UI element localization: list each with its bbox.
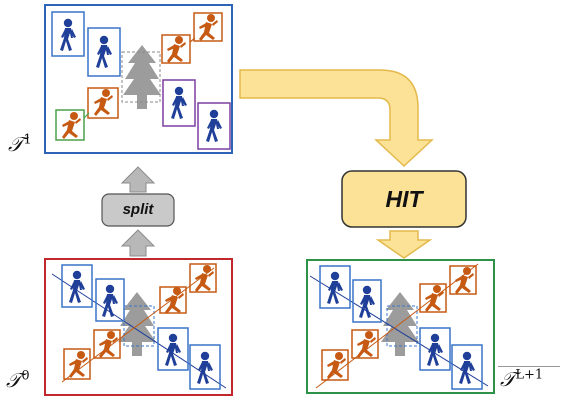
detection-box <box>419 327 451 371</box>
detection-box <box>159 286 187 314</box>
tree-icon <box>118 292 156 356</box>
curved-arrow-icon <box>239 69 434 168</box>
label-tl1: 𝒯L+1 <box>498 366 560 391</box>
detection-box <box>321 349 349 381</box>
detection-box <box>419 283 447 313</box>
split-label: split <box>122 201 154 218</box>
detection-box <box>197 102 231 150</box>
detection-box <box>189 344 221 390</box>
detection-box <box>55 109 85 141</box>
arrow-up-icon <box>120 166 156 193</box>
hit-label: HIT <box>385 186 423 212</box>
detection-box <box>95 278 125 322</box>
detection-box <box>319 265 351 309</box>
panel-t1 <box>44 4 233 154</box>
detection-box <box>193 12 223 42</box>
detection-box <box>87 27 121 77</box>
hit-box <box>341 170 467 228</box>
arrow-up-icon <box>120 229 156 257</box>
detection-box <box>93 329 121 359</box>
detection-box <box>51 11 85 57</box>
detection-box <box>157 327 189 371</box>
detection-box <box>61 264 93 308</box>
label-t1: 𝒯1 <box>8 132 32 156</box>
panel-t0 <box>44 258 233 396</box>
tree-icon <box>121 45 161 109</box>
detection-box <box>352 279 382 323</box>
panel-tl1 <box>306 259 495 394</box>
detection-box <box>162 79 196 127</box>
detection-box <box>351 329 379 359</box>
detection-box <box>161 34 191 64</box>
arrow-down-icon <box>375 230 433 259</box>
label-t0: 𝒯0 <box>6 368 30 392</box>
detection-box <box>87 87 119 119</box>
detection-box <box>189 263 217 293</box>
tree-icon <box>381 292 419 356</box>
detection-box <box>63 348 91 380</box>
detection-box <box>451 344 483 390</box>
split-box <box>101 193 175 227</box>
detection-box <box>449 265 477 295</box>
